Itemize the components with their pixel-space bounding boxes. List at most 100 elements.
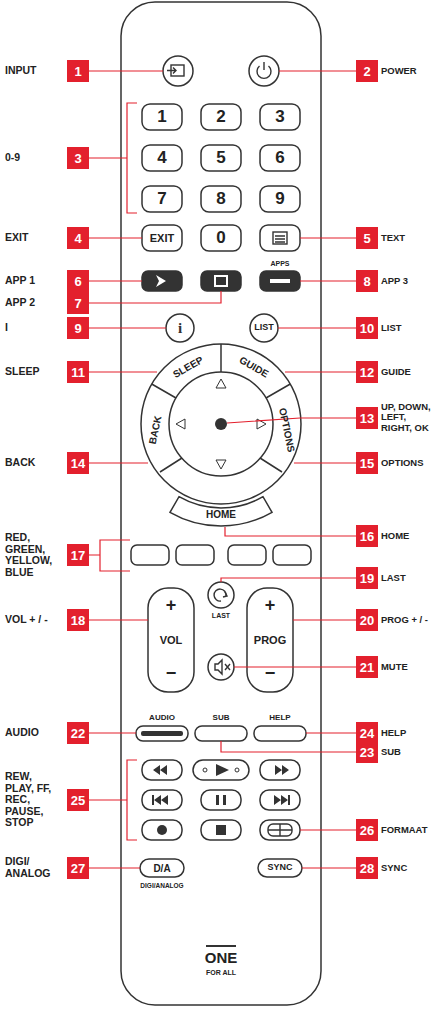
function-label: SUB bbox=[381, 747, 439, 757]
button-text: 7 bbox=[157, 190, 166, 209]
function-label: TEXT bbox=[381, 233, 439, 243]
number-keys bbox=[142, 104, 300, 251]
callout-box: 14 bbox=[67, 452, 89, 474]
function-label: INPUT bbox=[5, 65, 63, 77]
button-text: 3 bbox=[275, 108, 284, 127]
function-label: LAST bbox=[381, 573, 439, 583]
transport-icons bbox=[152, 764, 290, 835]
button-text: LAST bbox=[212, 612, 230, 620]
button-icons bbox=[144, 62, 292, 836]
nav-pad bbox=[169, 372, 273, 476]
callout-box: 23 bbox=[356, 741, 378, 763]
app-buttons bbox=[142, 271, 300, 291]
callout-number: 2 bbox=[363, 65, 370, 78]
function-label: PROG + / - bbox=[381, 615, 439, 625]
callout-number: 28 bbox=[360, 862, 374, 875]
last-button bbox=[208, 582, 234, 608]
callout-box: 22 bbox=[67, 722, 89, 744]
callout-box: 5 bbox=[356, 227, 378, 249]
function-label: SLEEP bbox=[5, 366, 63, 378]
callout-number: 12 bbox=[360, 366, 374, 379]
button-text: APPS bbox=[270, 260, 289, 268]
button-text: − bbox=[166, 664, 177, 684]
callout-box: 27 bbox=[67, 857, 89, 879]
callout-box: 18 bbox=[67, 609, 89, 631]
button-text: HELP bbox=[269, 714, 290, 723]
button-text: EXIT bbox=[150, 232, 174, 244]
info-button bbox=[166, 314, 194, 342]
home-button bbox=[170, 497, 272, 526]
function-label: UP, DOWN, LEFT, RIGHT, OK bbox=[381, 402, 439, 433]
power-button bbox=[249, 56, 279, 86]
button-text: LIST bbox=[254, 323, 274, 333]
list-button bbox=[250, 314, 278, 342]
function-label: HELP bbox=[381, 728, 439, 738]
color-buttons bbox=[131, 545, 311, 565]
callout-number: 24 bbox=[360, 727, 374, 740]
callout-number: 10 bbox=[360, 322, 374, 335]
function-label: OPTIONS bbox=[381, 458, 439, 468]
app-icons bbox=[156, 275, 290, 287]
prog-rocker bbox=[247, 588, 293, 692]
callout-number: 22 bbox=[71, 727, 85, 740]
button-text: 1 bbox=[157, 108, 166, 127]
button-text: PROG bbox=[254, 634, 286, 646]
remote-body bbox=[121, 2, 321, 1005]
function-label: HOME bbox=[381, 531, 439, 541]
button-text: FOR ALL bbox=[206, 969, 236, 977]
callout-box: 19 bbox=[356, 567, 378, 589]
callout-box: 17 bbox=[67, 544, 89, 566]
callout-number: 3 bbox=[74, 152, 81, 165]
callout-number: 11 bbox=[71, 366, 85, 379]
callout-box: 24 bbox=[356, 722, 378, 744]
function-label: FORMAAT bbox=[381, 825, 439, 835]
function-label: APP 1 bbox=[5, 275, 63, 287]
button-text: 5 bbox=[216, 149, 225, 168]
function-label: GUIDE bbox=[381, 367, 439, 377]
digi-analog-button bbox=[140, 859, 184, 877]
function-label: SYNC bbox=[381, 863, 439, 873]
callout-number: 18 bbox=[71, 614, 85, 627]
callout-box: 10 bbox=[356, 317, 378, 339]
button-text: i bbox=[178, 320, 182, 337]
button-text: + bbox=[265, 596, 276, 616]
callout-box: 2 bbox=[356, 60, 378, 82]
callout-number: 19 bbox=[360, 572, 374, 585]
function-label: DIGI/ ANALOG bbox=[5, 856, 63, 879]
button-text: VOL bbox=[160, 634, 183, 646]
callout-box: 1 bbox=[67, 60, 89, 82]
callout-number: 21 bbox=[360, 661, 374, 674]
callout-number: 4 bbox=[74, 232, 81, 245]
vol-rocker bbox=[148, 588, 194, 692]
callout-box: 7 bbox=[67, 292, 89, 314]
callout-box: 16 bbox=[356, 525, 378, 547]
callout-number: 9 bbox=[74, 322, 81, 335]
callout-number: 8 bbox=[363, 275, 370, 288]
function-label: BACK bbox=[5, 457, 63, 469]
function-label: REW, PLAY, FF, REC, PAUSE, STOP bbox=[5, 771, 63, 829]
callout-box: 11 bbox=[67, 361, 89, 383]
button-text: SYNC bbox=[267, 863, 292, 873]
callout-box: 6 bbox=[67, 270, 89, 292]
nav-arrows bbox=[176, 379, 266, 469]
callout-number: 23 bbox=[360, 746, 374, 759]
function-label: MUTE bbox=[381, 662, 439, 672]
callout-box: 12 bbox=[356, 361, 378, 383]
callout-box: 4 bbox=[67, 227, 89, 249]
button-text: 0 bbox=[216, 229, 225, 248]
leader-lines bbox=[89, 71, 356, 868]
input-button bbox=[163, 56, 193, 86]
callout-box: 13 bbox=[356, 407, 378, 429]
callout-box: 21 bbox=[356, 656, 378, 678]
function-label: EXIT bbox=[5, 232, 63, 244]
nav-ring bbox=[141, 344, 301, 504]
function-label: AUDIO bbox=[5, 727, 63, 739]
callout-box: 9 bbox=[67, 317, 89, 339]
button-text: 4 bbox=[157, 149, 166, 168]
callout-box: 20 bbox=[356, 609, 378, 631]
callout-number: 20 bbox=[360, 614, 374, 627]
callout-number: 25 bbox=[71, 794, 85, 807]
logo-mark bbox=[206, 945, 236, 947]
button-text: SUB bbox=[213, 714, 230, 723]
button-text: 9 bbox=[275, 190, 284, 209]
